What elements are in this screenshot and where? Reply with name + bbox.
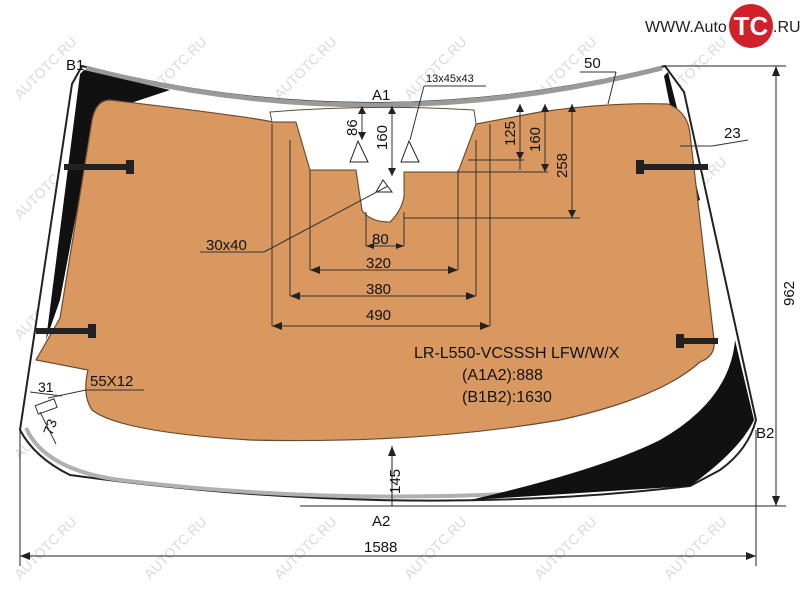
site-logo[interactable]: WWW.Auto TC .RU — [645, 4, 800, 50]
dim-w490: 490 — [366, 307, 391, 324]
dim-d125: 125 — [502, 121, 519, 146]
watermark-text: AUTOTC.RU — [271, 33, 340, 102]
watermark-text: AUTOTC.RU — [141, 513, 210, 582]
watermark-text: AUTOTC.RU — [531, 513, 600, 582]
mounting-studs — [36, 160, 718, 348]
dim-height: 962 — [781, 281, 798, 306]
point-a1-label: A1 — [372, 87, 390, 104]
watermark-text: AUTOTC.RU — [11, 513, 80, 582]
black-frit-top-left — [46, 70, 170, 340]
black-frit-bottom-right — [470, 340, 754, 500]
spec-code: LR-L550-VCSSSH LFW/W/X — [414, 345, 620, 362]
dim-mirror-pad: 30x40 — [206, 237, 247, 254]
point-b1-label: B1 — [66, 57, 84, 74]
dim-d258: 258 — [554, 153, 571, 178]
logo-prefix: WWW.Auto — [645, 19, 727, 36]
watermark-text: AUTOTC.RU — [271, 513, 340, 582]
point-a2-label: A2 — [372, 513, 390, 530]
dim-w380: 380 — [366, 281, 391, 298]
watermark-text: AUTOTC.RU — [661, 513, 730, 582]
dim-d160b: 160 — [527, 127, 544, 152]
logo-suffix: .RU — [773, 19, 800, 36]
dim-c31: 31 — [38, 379, 54, 395]
dim-side-band: 23 — [724, 125, 741, 142]
dim-bottom-145: 145 — [387, 469, 404, 494]
point-b2-label: B2 — [756, 425, 774, 442]
spec-a1a2: (A1A2):888 — [462, 367, 543, 384]
sensor-zone — [269, 106, 477, 223]
dim-sensor-86: 86 — [344, 119, 361, 136]
sensor-triangle-right — [400, 139, 420, 163]
dim-w320: 320 — [366, 255, 391, 272]
labels: B1 B2 A1 A2 50 23 13x45x43 30x40 55X12 3… — [38, 55, 798, 556]
spec-b1b2: (B1B2):1630 — [462, 389, 552, 406]
dim-sensor-size: 13x45x43 — [426, 73, 474, 85]
top-trim-strip — [85, 65, 663, 108]
arrowheads — [20, 66, 780, 560]
watermark-text: AUTOTC.RU — [401, 33, 470, 102]
dim-w80: 80 — [372, 231, 389, 248]
dim-top-band: 50 — [584, 55, 601, 72]
dim-width: 1588 — [364, 539, 397, 556]
watermark-text: AUTOTC.RU — [401, 513, 470, 582]
sensor-triangle-left — [349, 139, 369, 163]
dimension-lines — [19, 65, 786, 566]
dim-c73: 73 — [40, 417, 60, 437]
logo-badge: TC — [729, 4, 773, 48]
dim-stud: 55X12 — [90, 373, 133, 390]
dim-sensor-160a: 160 — [374, 125, 391, 150]
